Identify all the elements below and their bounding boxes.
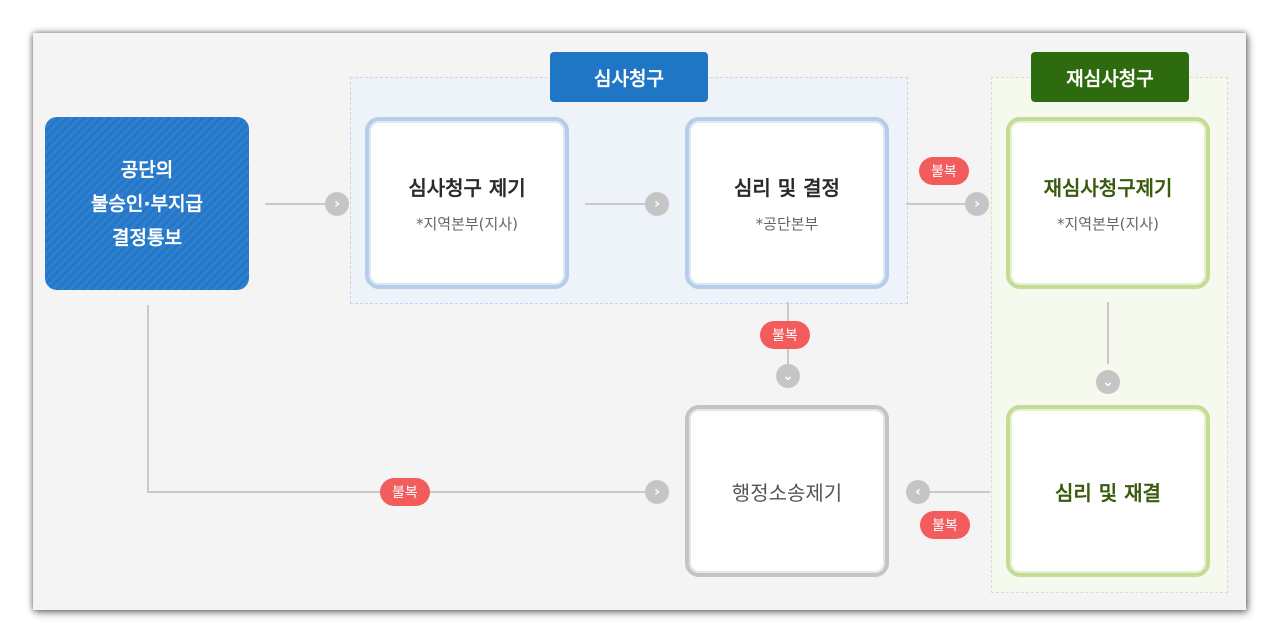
review-decide-box: 심리 및 결정 *공단본부 — [685, 117, 889, 289]
rereview-file-box: 재심사청구제기 *지역본부(지사) — [1006, 117, 1210, 289]
start-notice-box: 공단의 불승인·부지급 결정통보 — [45, 117, 249, 290]
review-decide-title: 심리 및 결정 — [734, 176, 840, 200]
rereview-file-sub: *지역본부(지사) — [1056, 215, 1159, 233]
start-line-2: 불승인·부지급 — [90, 192, 204, 215]
review-file-title: 심사청구 제기 — [408, 176, 526, 200]
review-file-sub: *지역본부(지사) — [415, 215, 518, 233]
connector-line — [1107, 302, 1109, 364]
arrow-right-icon: › — [645, 480, 669, 504]
start-line-1: 공단의 — [120, 158, 174, 181]
objection-badge: 불복 — [920, 511, 970, 539]
objection-badge: 불복 — [919, 157, 969, 185]
rereview-group-title: 재심사청구 — [1031, 52, 1189, 102]
start-line-3: 결정통보 — [112, 226, 182, 249]
rereview-decide-box: 심리 및 재결 — [1006, 405, 1210, 577]
arrow-down-icon: ⌄ — [776, 364, 800, 388]
arrow-right-icon: › — [645, 192, 669, 216]
admin-suit-title: 행정소송제기 — [731, 480, 843, 505]
connector-line — [906, 203, 966, 205]
connector-line — [585, 203, 645, 205]
review-file-box: 심사청구 제기 *지역본부(지사) — [365, 117, 569, 289]
arrow-down-icon: ⌄ — [1096, 370, 1120, 394]
rereview-decide-title: 심리 및 재결 — [1055, 480, 1161, 505]
review-decide-sub: *공단본부 — [755, 215, 819, 233]
connector-line — [265, 203, 325, 205]
review-group-title: 심사청구 — [550, 52, 708, 102]
arrow-right-icon: › — [325, 192, 349, 216]
admin-suit-box: 행정소송제기 — [685, 405, 889, 577]
rereview-file-title: 재심사청구제기 — [1043, 176, 1173, 200]
arrow-right-icon: › — [965, 192, 989, 216]
connector-line — [147, 305, 149, 492]
objection-badge: 불복 — [380, 478, 430, 506]
objection-badge: 불복 — [760, 321, 810, 349]
connector-line — [930, 491, 990, 493]
arrow-left-icon: ‹ — [906, 480, 930, 504]
